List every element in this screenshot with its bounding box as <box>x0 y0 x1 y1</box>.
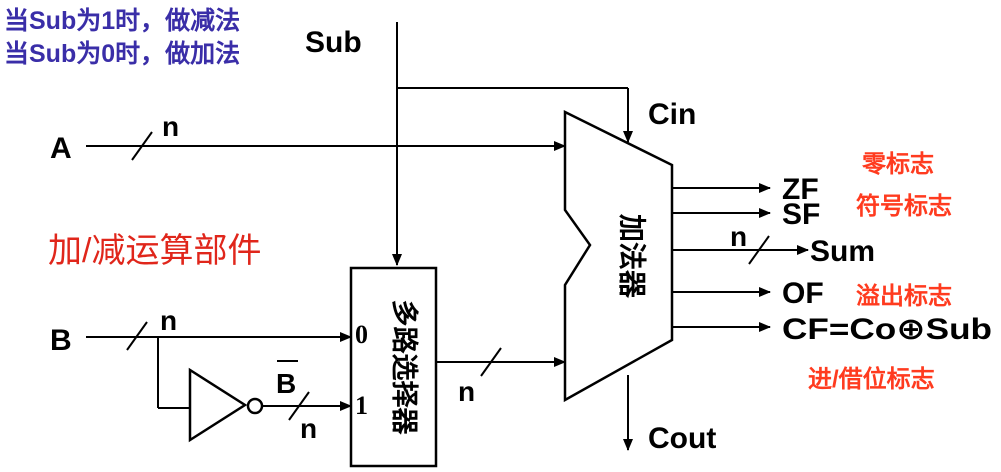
a-bus-width: n <box>162 111 179 142</box>
mux-out-bus-slash <box>480 347 502 377</box>
sum-bus-width: n <box>730 221 747 252</box>
sub-label: Sub <box>305 26 362 59</box>
inverter-gate <box>188 367 248 443</box>
inverter-bubble <box>246 397 264 415</box>
mux-out-bus-width: n <box>458 376 475 407</box>
cf-desc: 进/借位标志 <box>808 365 935 393</box>
bbar-bus-width: n <box>300 413 317 444</box>
of-desc: 溢出标志 <box>856 282 952 310</box>
cin-label: Cin <box>648 98 696 131</box>
zf-label: ZF <box>782 173 819 206</box>
sum-label: Sum <box>810 235 875 268</box>
mux-input-1-label: 1 <box>355 391 368 420</box>
adder-body <box>563 109 674 403</box>
note-subtract: 当Sub为1时，做减法 <box>4 7 240 35</box>
a-label: A <box>50 132 72 165</box>
mux-label: 多路选择器 <box>389 300 420 436</box>
of-label: OF <box>782 277 824 310</box>
sf-desc: 符号标志 <box>856 192 952 220</box>
b-bus-slash <box>126 321 148 351</box>
a-bus-slash <box>131 131 153 161</box>
b-bus-width: n <box>160 305 177 336</box>
bbar-label: B <box>276 368 296 399</box>
cout-label: Cout <box>648 422 716 455</box>
sf-label: SF <box>782 198 820 231</box>
mux-input-0-label: 0 <box>355 320 368 349</box>
zf-desc: 零标志 <box>861 151 934 178</box>
bbar-bus-slash <box>288 391 310 421</box>
diagram-title: 加/减运算部件 <box>48 232 261 270</box>
mux-box <box>349 266 438 468</box>
cf-label: CF=Co⊕Sub <box>782 313 992 346</box>
note-add: 当Sub为0时，做加法 <box>4 40 240 68</box>
sum-bus-slash <box>748 235 770 265</box>
b-label: B <box>50 324 72 357</box>
adder-label: 加法器 <box>617 214 648 299</box>
